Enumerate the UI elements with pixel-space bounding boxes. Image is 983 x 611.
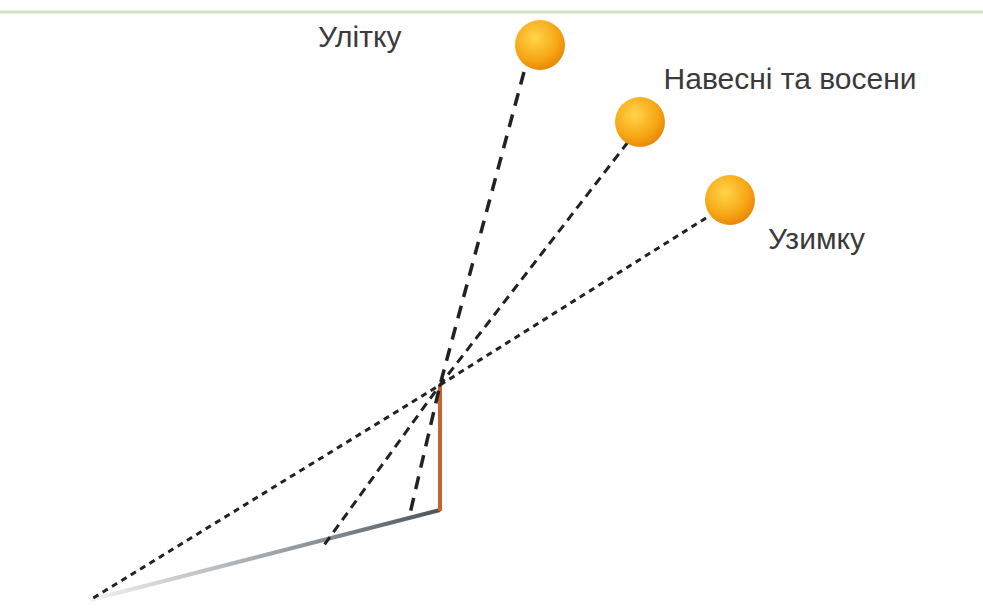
shadow [90,510,440,600]
season-label: Навесні та восени [620,60,960,97]
top-rule [0,11,983,14]
pole [438,385,442,511]
sun-summer [515,20,565,70]
winter-ray [90,218,706,600]
sun-winter [705,175,755,225]
season-label: Улітку [318,18,508,55]
equinox-ray [322,142,628,548]
season-label: Узимку [768,220,968,257]
summer-ray [409,72,524,518]
sun-equinox [615,97,665,147]
